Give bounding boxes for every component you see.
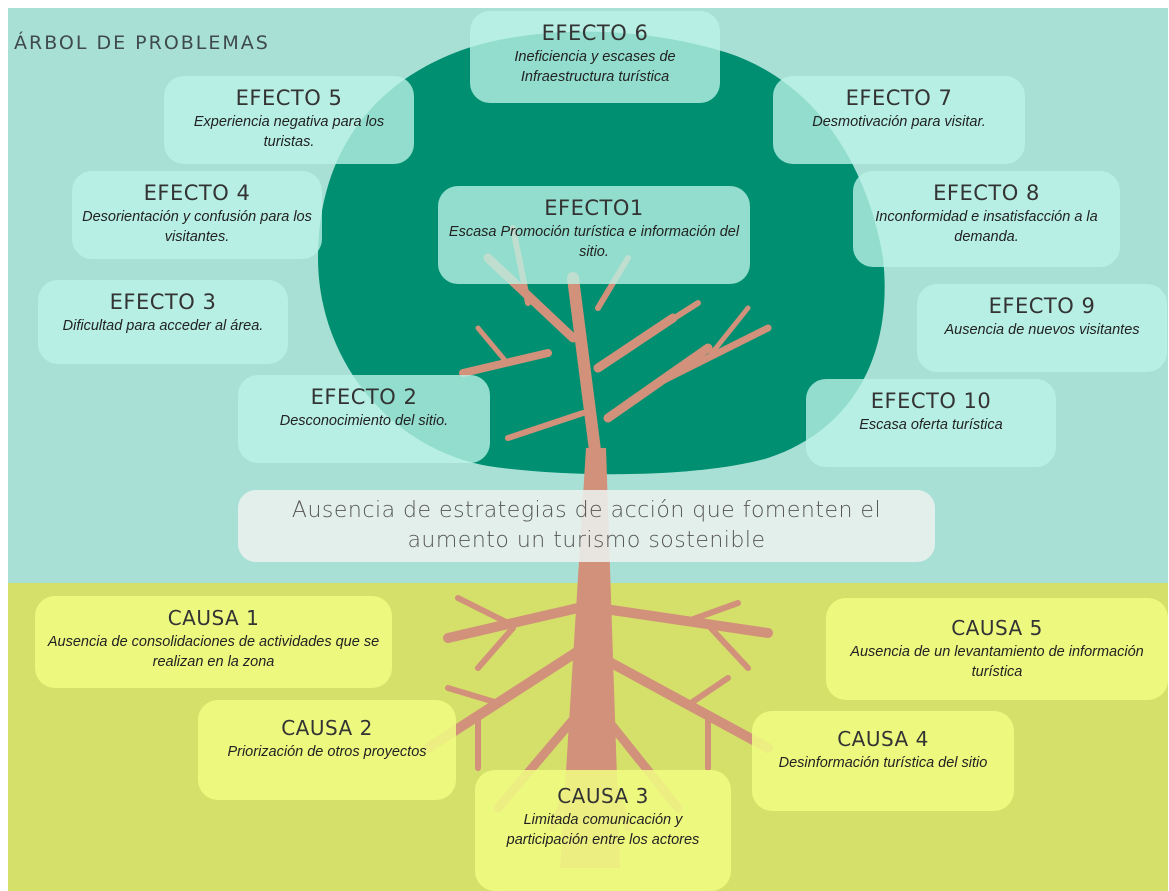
tree-roots	[423, 595, 773, 832]
cause-2-text: Priorización de otros proyectos	[227, 744, 427, 760]
cause-5-box: CAUSA 5 Ausencia de un levantamiento de …	[826, 598, 1168, 700]
cause-4-text: Desinformación turística del sitio	[778, 755, 988, 771]
effect-1-box: EFECTO1 Escasa Promoción turística e inf…	[438, 186, 750, 284]
effect-9-box: EFECTO 9 Ausencia de nuevos visitantes	[917, 284, 1167, 372]
effect-1-title: EFECTO1	[544, 196, 644, 220]
effect-8-title: EFECTO 8	[933, 181, 1040, 205]
cause-3-title: CAUSA 3	[557, 784, 649, 808]
effect-9-title: EFECTO 9	[988, 294, 1096, 318]
cause-4-title: CAUSA 4	[837, 727, 929, 751]
cause-4-box: CAUSA 4 Desinformación turística del sit…	[752, 711, 1014, 811]
effect-6-title: EFECTO 6	[541, 21, 649, 45]
effect-3-box: EFECTO 3 Dificultad para acceder al área…	[38, 280, 288, 364]
effect-6-box: EFECTO 6 Ineficiencia y escases de Infra…	[470, 11, 720, 103]
effect-7-box: EFECTO 7 Desmotivación para visitar.	[773, 76, 1025, 164]
effect-4-text: Desorientación y confusión para los visi…	[82, 209, 312, 245]
effect-4-box: EFECTO 4 Desorientación y confusión para…	[72, 171, 322, 259]
effect-6-text: Ineficiencia y escases de Infraestructur…	[514, 49, 676, 85]
effect-7-title: EFECTO 7	[845, 86, 953, 110]
effect-5-box: EFECTO 5 Experiencia negativa para los t…	[164, 76, 414, 164]
effect-8-box: EFECTO 8 Inconformidad e insatisfacción …	[853, 171, 1120, 267]
effect-9-text: Ausencia de nuevos visitantes	[944, 322, 1140, 338]
problem-tree-diagram: ÁRBOL DE PROBLEMAS EFECTO 6 Ineficiencia…	[8, 8, 1168, 891]
diagram-title: ÁRBOL DE PROBLEMAS	[14, 32, 270, 54]
effect-8-text: Inconformidad e insatisfacción a la dema…	[875, 209, 1098, 245]
cause-1-title: CAUSA 1	[167, 606, 260, 630]
effect-7-text: Desmotivación para visitar.	[812, 114, 986, 130]
cause-5-text: Ausencia de un levantamiento de informac…	[850, 644, 1144, 680]
effect-10-title: EFECTO 10	[870, 389, 992, 413]
effect-10-text: Escasa oferta turística	[859, 417, 1003, 433]
central-problem-box: Ausencia de estrategias de acción que fo…	[238, 490, 935, 562]
effect-10-box: EFECTO 10 Escasa oferta turística	[806, 379, 1056, 467]
cause-5-title: CAUSA 5	[951, 616, 1043, 640]
effect-1-text: Escasa Promoción turística e información…	[448, 224, 740, 260]
effect-2-box: EFECTO 2 Desconocimiento del sitio.	[238, 375, 490, 463]
cause-2-box: CAUSA 2 Priorización de otros proyectos	[198, 700, 456, 800]
effect-2-title: EFECTO 2	[310, 385, 418, 409]
cause-2-title: CAUSA 2	[281, 716, 373, 740]
effect-3-title: EFECTO 3	[109, 290, 217, 314]
cause-3-text: Limitada comunicación y participación en…	[506, 812, 700, 848]
cause-1-box: CAUSA 1 Ausencia de consolidaciones de a…	[35, 596, 392, 688]
effect-4-title: EFECTO 4	[143, 181, 251, 205]
cause-3-box: CAUSA 3 Limitada comunicación y particip…	[475, 770, 731, 891]
effect-5-title: EFECTO 5	[235, 86, 343, 110]
effect-2-text: Desconocimiento del sitio.	[279, 413, 449, 429]
cause-1-text: Ausencia de consolidaciones de actividad…	[47, 634, 380, 670]
effect-5-text: Experiencia negativa para los turistas.	[193, 114, 385, 150]
effect-3-text: Dificultad para acceder al área.	[62, 318, 264, 334]
